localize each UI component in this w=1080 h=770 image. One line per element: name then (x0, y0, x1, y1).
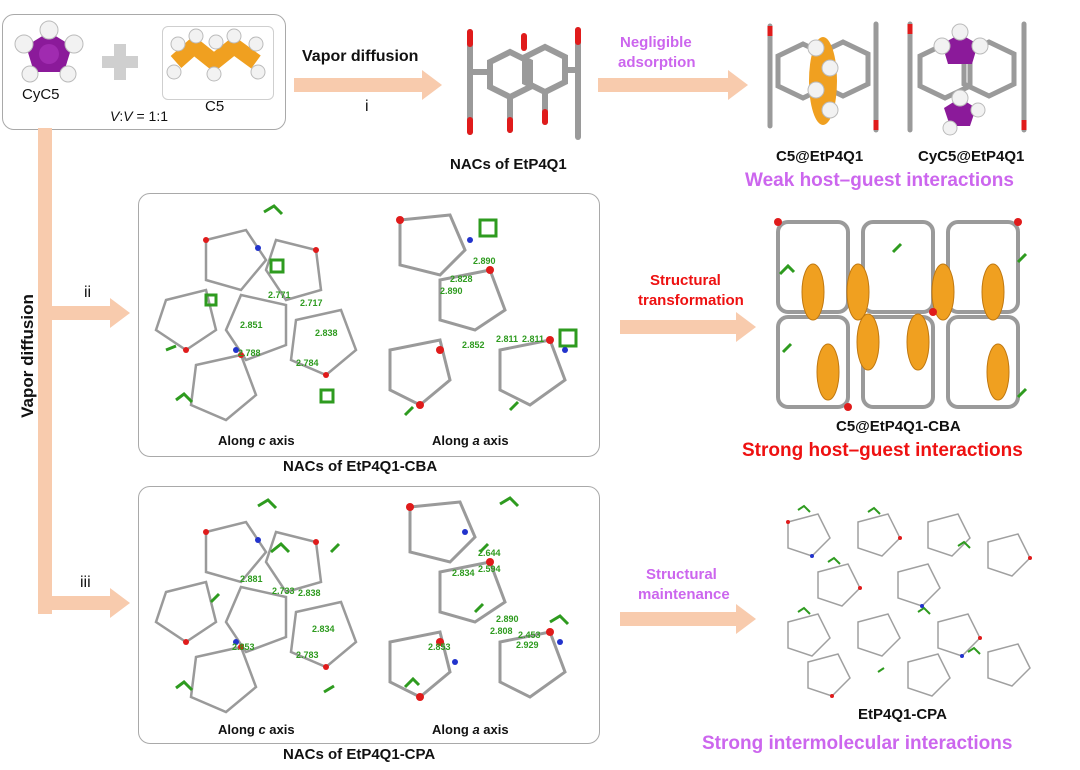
strong-intermolecular-label: Strong intermolecular interactions (702, 733, 1013, 754)
cba-view-c-axis: c (258, 433, 266, 448)
c5-label: C5 (205, 98, 225, 115)
cba-a-dist-1: 2.890 (473, 256, 496, 266)
c5-at-etp4q1-structure (767, 21, 879, 133)
cba-c-dist-5: 2.788 (238, 348, 261, 358)
cba-view-a-pre: Along (432, 433, 473, 448)
c5-at-etp4q1-cba-structure (774, 218, 1028, 411)
cyclopentane-molecule-icon (14, 20, 84, 83)
cpa-c-dist-3: 2.838 (298, 588, 321, 598)
cpa-view-a-axis: a (472, 722, 480, 737)
cpa-a-dist-4: 2.890 (496, 614, 519, 624)
strong-host-guest-label: Strong host–guest interactions (742, 440, 1023, 461)
arrow-adsorption-head (728, 70, 748, 100)
transformation-line1: Structural (650, 272, 721, 289)
cba-c-dist-6: 2.784 (296, 358, 319, 368)
cpa-view-c-pre: Along (218, 722, 259, 737)
cba-product-label: C5@EtP4Q1-CBA (836, 418, 961, 435)
ratio-v2: V (123, 108, 133, 124)
cba-c-dist-1: 2.771 (268, 290, 291, 300)
cba-view-a-post: axis (479, 433, 509, 448)
cba-view-a-axis: a (472, 433, 480, 448)
cpa-c-dist-6: 2.783 (296, 650, 319, 660)
cpa-box-label: NACs of EtP4Q1-CPA (283, 746, 436, 763)
cpa-view-c-label: Along c axis (218, 722, 295, 737)
transformation-line2: transformation (638, 292, 744, 309)
cpa-a-dist-7: 2.929 (516, 640, 539, 650)
cpa-a-dist-8: 2.853 (428, 642, 451, 652)
cpa-along-a-structure (388, 496, 570, 701)
cpa-c-dist-1: 2.881 (240, 574, 263, 584)
negligible-line2: adsorption (618, 54, 696, 71)
complex1-label: C5@EtP4Q1 (776, 148, 864, 165)
cba-a-dist-4: 2.852 (462, 340, 485, 350)
cba-a-dist-6: 2.811 (522, 334, 545, 344)
maintenance-line1: Structural (646, 566, 717, 583)
cba-view-c-pre: Along (218, 433, 259, 448)
cpa-a-dist-2: 2.834 (452, 568, 475, 578)
cba-view-a-label: Along a axis (432, 433, 509, 448)
cba-view-c-post: axis (265, 433, 295, 448)
cba-c-dist-3: 2.851 (240, 320, 263, 330)
cpa-c-dist-5: 2.853 (232, 642, 255, 652)
cba-along-a-structure (388, 213, 578, 417)
cba-c-dist-2: 2.717 (300, 298, 323, 308)
arrow-maintenance-head (736, 604, 756, 634)
arrow-transformation-head (736, 312, 756, 342)
path-i-method: Vapor diffusion (302, 48, 419, 65)
etp4q1-label: NACs of EtP4Q1 (450, 156, 567, 173)
ratio-value: = 1:1 (132, 108, 168, 124)
cpa-a-dist-6: 2.453 (518, 630, 541, 640)
cpa-view-a-pre: Along (432, 722, 473, 737)
etp4q1-structure (467, 27, 581, 140)
cpa-along-c-structure (154, 498, 358, 714)
cpa-c-dist-2: 2.733 (272, 586, 295, 596)
negligible-line1: Negligible (620, 34, 692, 51)
cpa-view-c-axis: c (258, 722, 266, 737)
ratio-sep: : (119, 108, 124, 124)
cpa-view-c-post: axis (265, 722, 295, 737)
cpa-a-dist-5: 2.808 (490, 626, 513, 636)
plus-icon (102, 44, 138, 80)
arrow-ii-head (110, 298, 130, 328)
cba-c-dist-4: 2.838 (315, 328, 338, 338)
cpa-a-dist-3: 2.594 (478, 564, 501, 574)
arrow-i-head (422, 70, 442, 100)
cpa-product-label: EtP4Q1-CPA (858, 706, 947, 723)
cba-a-dist-3: 2.890 (440, 286, 463, 296)
maintenance-line2: maintenance (638, 586, 730, 603)
complex2-label: CyC5@EtP4Q1 (918, 148, 1025, 165)
pentane-molecule-icon (166, 28, 266, 82)
cpa-view-a-post: axis (479, 722, 509, 737)
ratio-v1: V (110, 108, 120, 124)
cba-box-label: NACs of EtP4Q1-CBA (283, 458, 438, 475)
cba-along-c-structure (154, 204, 358, 422)
numeral-iii: iii (80, 574, 91, 591)
cpa-c-dist-4: 2.834 (312, 624, 335, 634)
cba-a-dist-5: 2.811 (496, 334, 519, 344)
cpa-a-dist-1: 2.644 (478, 548, 501, 558)
vertical-trunk-arrow (38, 128, 52, 614)
arrow-iii-head (110, 588, 130, 618)
numeral-i: i (365, 98, 369, 115)
weak-interactions-label: Weak host–guest interactions (745, 170, 1014, 191)
cyc5-label: CyC5 (22, 86, 60, 103)
numeral-ii: ii (84, 284, 92, 301)
cba-view-c-label: Along c axis (218, 433, 295, 448)
cpa-view-a-label: Along a axis (432, 722, 509, 737)
volume-ratio: V:V = 1:1 (110, 108, 168, 124)
cyc5-at-etp4q1-structure (907, 21, 1027, 136)
etp4q1-cpa-packing-structure (786, 504, 1032, 698)
cba-a-dist-2: 2.828 (450, 274, 473, 284)
left-vapor-diffusion-label: Vapor diffusion (18, 294, 37, 418)
